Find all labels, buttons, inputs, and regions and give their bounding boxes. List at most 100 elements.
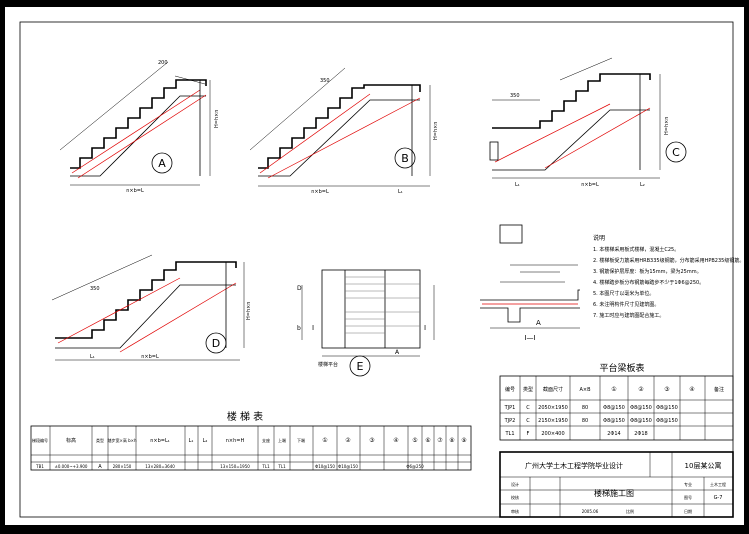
plan-dim-d: D bbox=[297, 285, 302, 292]
stair-cell: Φ10@150 bbox=[338, 464, 358, 469]
platform-cell: Φ8@150 bbox=[630, 418, 652, 424]
stair-header: 类型 bbox=[96, 437, 104, 443]
plan-cut-right: I bbox=[424, 324, 426, 332]
stair-a-height: H=h×n bbox=[214, 110, 220, 128]
stair-b-span: n×b=L bbox=[311, 189, 329, 195]
stair-cell: 13×150=1950 bbox=[220, 464, 250, 469]
stair-d-label: D bbox=[212, 337, 220, 350]
stair-cell: TL1 bbox=[261, 464, 270, 469]
platform-header: 编号 bbox=[505, 386, 515, 393]
stair-header: ⑨ bbox=[461, 437, 466, 444]
stair-c-height: H=h×n bbox=[664, 117, 670, 135]
platform-cell: TJP1 bbox=[504, 405, 516, 411]
stair-c-dim: 350 bbox=[510, 93, 520, 99]
section-i-i: A I—I bbox=[480, 224, 580, 342]
title-block: 广州大学土木工程学院毕业设计 10层某公寓 楼梯施工图 设计 校核 审核 专业 … bbox=[499, 451, 734, 518]
section-label-a: A bbox=[536, 319, 541, 327]
platform-header: ① bbox=[611, 386, 616, 393]
drawing-number: G-7 bbox=[714, 495, 723, 501]
platform-cell: 2Φ18 bbox=[634, 431, 647, 437]
plan-cut-left: I bbox=[312, 324, 314, 332]
note-item: 6. 未注明构件尺寸见建筑图。 bbox=[593, 301, 659, 308]
stair-cell: TL1 bbox=[277, 464, 286, 469]
stair-c-detail: C n×b=L L₁ L₂ H=h×n 350 bbox=[489, 57, 687, 188]
plan-e-label: E bbox=[357, 360, 364, 373]
tb-label: 审核 bbox=[511, 508, 519, 514]
platform-header: A×B bbox=[579, 387, 591, 393]
stair-b-height: H=h×n bbox=[433, 122, 439, 140]
stair-b-label: B bbox=[401, 152, 409, 165]
note-item: 1. 本楼梯采用板式楼梯，混凝土C25。 bbox=[593, 246, 679, 253]
tb-label: 校核 bbox=[511, 494, 519, 500]
stair-a-label: A bbox=[158, 157, 166, 170]
section-title: I—I bbox=[524, 334, 535, 342]
stair-header: ③ bbox=[369, 437, 374, 444]
stair-d-height: H=h×n bbox=[246, 302, 252, 320]
stair-table-title: 楼 梯 表 bbox=[227, 410, 263, 423]
project-name: 10层某公寓 bbox=[685, 461, 722, 470]
inner-frame bbox=[19, 21, 734, 518]
platform-cell: Φ8@150 bbox=[630, 405, 652, 411]
tb-label: 设计 bbox=[511, 481, 519, 487]
stair-header: ⑥ bbox=[425, 437, 430, 444]
stair-header: n×h=H bbox=[226, 438, 245, 444]
platform-cell: TL1 bbox=[504, 431, 514, 437]
stair-header: ④ bbox=[393, 437, 398, 444]
stair-d-detail: D n×b=L L₁ H=h×n 350 bbox=[51, 254, 252, 361]
stair-plan-e: D b I I A 楼梯平台 E bbox=[297, 269, 435, 377]
platform-cell: Φ8@150 bbox=[656, 405, 678, 411]
stair-a-span: n×b=L bbox=[126, 188, 144, 194]
notes-title: 说明 bbox=[593, 234, 605, 242]
plan-dim-a: A bbox=[395, 349, 400, 356]
stair-cell: TB1 bbox=[35, 464, 44, 469]
platform-cell: 200×400 bbox=[541, 431, 564, 437]
platform-cell: Φ8@150 bbox=[603, 405, 625, 411]
stair-header: ⑦ bbox=[437, 437, 443, 444]
tb-label: 专业 bbox=[684, 481, 692, 487]
stair-header: ② bbox=[345, 437, 351, 444]
stair-table: 楼 梯 表 梯段编号 标高 类型 踏步宽×高 b×h n×b=L₁ L₁ L₂ … bbox=[30, 410, 472, 471]
platform-cell: TJP2 bbox=[504, 418, 516, 424]
stair-header: ⑧ bbox=[449, 437, 454, 444]
stair-cell: Φ6@250 bbox=[406, 464, 424, 469]
note-item: 3. 钢筋保护层厚度：板为15mm，梁为25mm。 bbox=[593, 268, 702, 275]
platform-cell: 80 bbox=[582, 418, 588, 424]
stair-a-detail: A n×b=L H=h×n 200 bbox=[59, 60, 220, 194]
tb-label: 日期 bbox=[684, 508, 692, 514]
note-item: 2. 楼梯板受力筋采用HRB335级钢筋，分布筋采用HPB235级钢筋。 bbox=[593, 257, 744, 264]
stair-header: 踏步宽×高 b×h bbox=[107, 437, 137, 443]
platform-table: 平台梁板表 编号 类型 截面尺寸 A×B ① ② ③ ④ 备注 TJP1 C 2… bbox=[499, 362, 734, 441]
school-name: 广州大学土木工程学院毕业设计 bbox=[525, 461, 623, 470]
note-item: 7. 施工时应与建筑图配合施工。 bbox=[593, 312, 664, 319]
stair-cell: Φ10@150 bbox=[315, 464, 335, 469]
platform-header: ② bbox=[638, 386, 644, 393]
stair-b-detail: B n×b=L L₁ H=h×n 350 bbox=[249, 67, 439, 195]
stair-header: 下端 bbox=[297, 437, 305, 443]
platform-header: 备注 bbox=[714, 386, 724, 393]
tb-label: 图号 bbox=[684, 494, 692, 500]
note-item: 4. 楼梯踏步板分布钢筋每踏步不少于1Φ6@250。 bbox=[593, 279, 704, 286]
stair-b-l1: L₁ bbox=[398, 189, 403, 195]
stair-cell: 280×150 bbox=[113, 464, 132, 469]
platform-cell: Φ8@150 bbox=[603, 418, 625, 424]
platform-cell: Φ8@150 bbox=[656, 418, 678, 424]
stair-c-span: n×b=L bbox=[581, 182, 599, 188]
platform-cell: F bbox=[527, 431, 530, 437]
stair-c-l1: L₁ bbox=[515, 182, 520, 188]
platform-header: 截面尺寸 bbox=[543, 386, 563, 393]
stair-d-dim: 350 bbox=[90, 286, 100, 292]
stair-b-dim: 350 bbox=[320, 78, 330, 84]
note-item: 5. 本图尺寸以毫米为单位。 bbox=[593, 290, 654, 297]
stair-cell: A bbox=[98, 464, 102, 470]
stair-d-span: n×b=L bbox=[141, 354, 159, 360]
stair-header: L₁ bbox=[189, 438, 194, 444]
stair-cell: 13×280=3640 bbox=[145, 464, 175, 469]
date-value: 2005.06 bbox=[582, 509, 599, 514]
stair-c-l2: L₂ bbox=[640, 182, 645, 188]
stair-header: 支座 bbox=[262, 437, 270, 443]
plan-dim-b: b bbox=[297, 325, 301, 332]
platform-header: 类型 bbox=[523, 386, 533, 393]
scale-label: 比例 bbox=[626, 508, 634, 514]
